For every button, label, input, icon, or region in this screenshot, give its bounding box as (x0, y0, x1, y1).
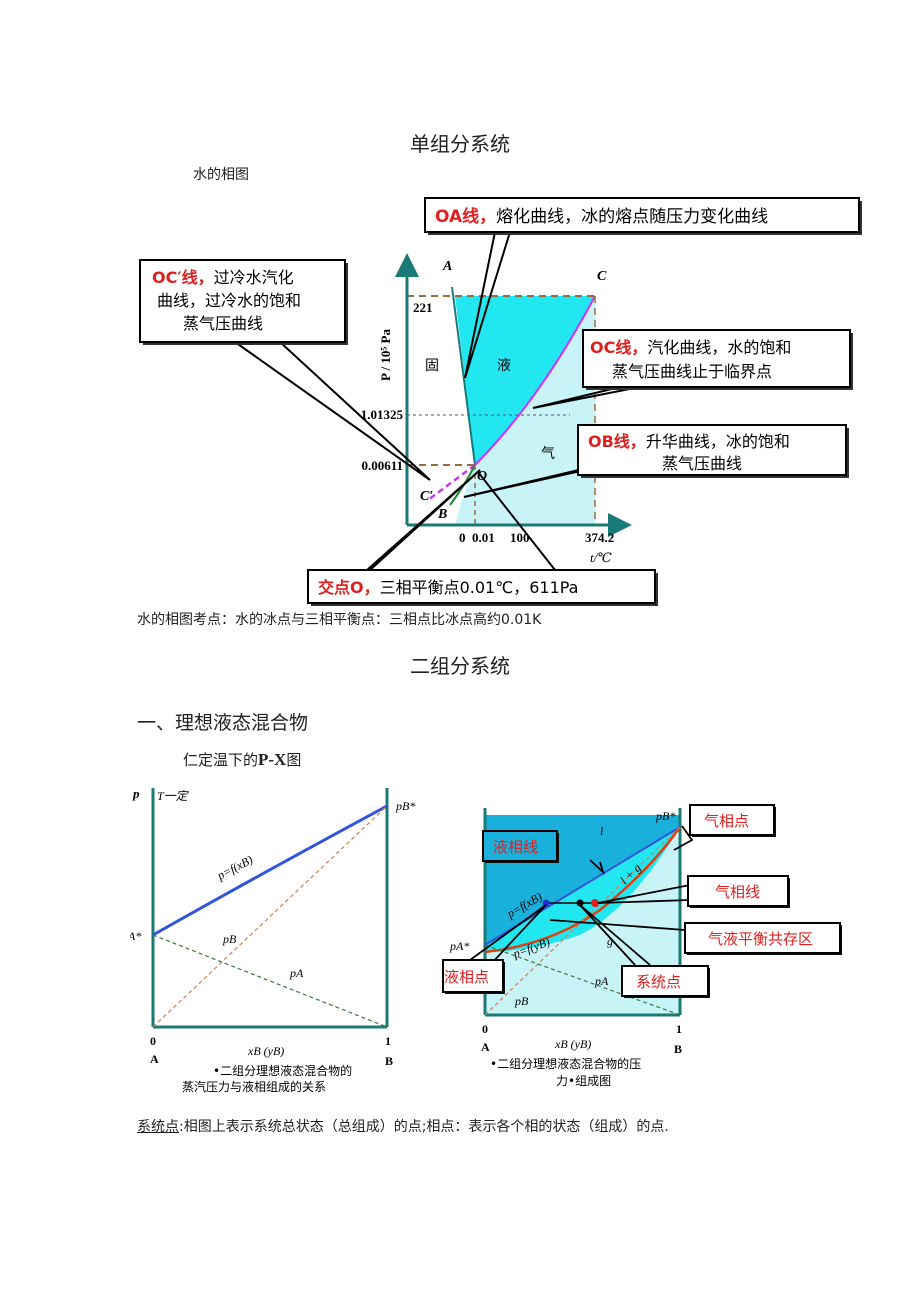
subsection-title: 一、理想液态混合物 (137, 712, 309, 734)
svg-text:气相线: 气相线 (715, 883, 760, 901)
svg-text:xB (yB): xB (yB) (247, 1044, 284, 1058)
svg-text:1: 1 (676, 1022, 682, 1036)
svg-text:0: 0 (482, 1022, 488, 1036)
total-pressure-line (152, 804, 388, 937)
system-point (576, 899, 584, 907)
pressure-composition-chart: 液相线 气相点 气相线 气液平衡共存区 液相点 系统点 l l + g g pA… (442, 804, 842, 1088)
callout-vapor-point: 气相点 (689, 804, 776, 837)
x-tick: 100 (510, 530, 530, 545)
svg-text:液相线: 液相线 (493, 838, 538, 856)
callout-oa: OA线，熔化曲线，冰的熔点随压力变化曲线 (424, 197, 862, 235)
svg-text:OA线，熔化曲线，冰的熔点随压力变化曲线: OA线，熔化曲线，冰的熔点随压力变化曲线 (435, 206, 768, 227)
svg-text:p=f(xB): p=f(xB) (214, 852, 255, 883)
oc-line (474, 295, 596, 466)
vapor-line (484, 826, 682, 954)
water-phase-diagram: P / 10⁵ Pa 221 1.01325 0.00611 0 0.01 10… (139, 197, 862, 606)
callout-liquid-line: 液相线 (482, 830, 559, 863)
pb-line (152, 805, 388, 1028)
svg-text:pA: pA (594, 974, 609, 988)
liquid-phase-point (542, 899, 550, 907)
x-tick: 0 (459, 530, 466, 545)
svg-text:系统点: 系统点 (636, 973, 681, 991)
svg-text:pA*: pA* (130, 929, 141, 943)
pb-star-label: pB* (655, 809, 675, 823)
svg-text:pA*: pA* (449, 939, 469, 953)
px-diagram-caption: 仁定温下的P-X图 (183, 750, 302, 769)
svg-text:pB: pB (514, 994, 529, 1008)
callout-ocprime: OC′线，过冷水汽化 曲线，过冷水的饱和 蒸气压曲线 (139, 259, 348, 345)
svg-text:0: 0 (150, 1034, 156, 1048)
svg-text:p: p (132, 786, 140, 801)
definition-text: 系统点:相图上表示系统总状态（总组成）的点;相点：表示各个相的状态（组成）的点. (137, 1119, 669, 1135)
point-c-prime: C′ (420, 489, 433, 504)
svg-text:OC线，汽化曲线，水的饱和: OC线，汽化曲线，水的饱和 (590, 338, 791, 357)
svg-text:气液平衡共存区: 气液平衡共存区 (708, 930, 813, 948)
vapor-pressure-composition-chart: p T一定 pA* pB* p=f(xB) pB pA 0 1 A B xB (… (130, 786, 415, 1094)
y-tick: 221 (413, 300, 433, 315)
svg-text:A: A (150, 1052, 159, 1066)
svg-text:pB: pB (222, 932, 237, 946)
svg-text:蒸气压曲线: 蒸气压曲线 (662, 454, 742, 473)
section-title-single-component: 单组分系统 (410, 132, 510, 156)
vapor-phase-point (591, 899, 599, 907)
callout-leaders (234, 231, 641, 571)
liquid-region (455, 296, 595, 465)
section-title-two-component: 二组分系统 (410, 654, 510, 678)
svg-text:液相点: 液相点 (444, 968, 489, 986)
callout-oc: OC线，汽化曲线，水的饱和 蒸气压曲线止于临界点 (582, 329, 853, 390)
svg-text:T一定: T一定 (157, 789, 190, 803)
svg-text:蒸气压曲线止于临界点: 蒸气压曲线止于临界点 (612, 362, 772, 381)
callout-liquid-point: 液相点 (442, 959, 505, 994)
oa-line (451, 286, 476, 466)
water-diagram-caption: 水的相图 (193, 167, 249, 183)
svg-text:A: A (481, 1040, 490, 1054)
svg-text:pA: pA (289, 966, 304, 980)
svg-text:气相点: 气相点 (704, 812, 749, 830)
svg-text:•二组分理想液态混合物的压: •二组分理想液态混合物的压 (490, 1056, 641, 1071)
callout-coexist-region: 气液平衡共存区 (684, 922, 842, 955)
pa-line (152, 934, 388, 1028)
point-b: B (437, 507, 447, 522)
x-tick: 0.01 (472, 530, 495, 545)
y-tick: 0.00611 (361, 458, 403, 473)
svg-text:l: l (600, 824, 604, 838)
svg-text:蒸气压曲线: 蒸气压曲线 (183, 314, 263, 333)
svg-text:xB (yB): xB (yB) (554, 1037, 591, 1051)
water-diagram-note: 水的相图考点：水的冰点与三相平衡点：三相点比冰点高约0.01K (137, 612, 542, 628)
y-tick: 1.01325 (361, 407, 404, 422)
svg-text:g: g (607, 934, 613, 948)
point-c: C (597, 269, 607, 284)
svg-text:力•组成图: 力•组成图 (556, 1074, 611, 1088)
svg-text:pB*: pB* (395, 799, 415, 813)
x-axis-label: t/℃ (590, 550, 612, 565)
svg-text:蒸汽压力与液相组成的关系: 蒸汽压力与液相组成的关系 (182, 1079, 326, 1094)
region-solid: 固 (425, 358, 439, 374)
region-gas: 气 (541, 446, 555, 462)
callout-vapor-line: 气相线 (687, 875, 790, 908)
svg-text:•二组分理想液态混合物的: •二组分理想液态混合物的 (213, 1063, 352, 1078)
svg-text:B: B (674, 1042, 682, 1056)
x-tick: 374.2 (585, 530, 614, 545)
svg-text:OC′线，过冷水汽化: OC′线，过冷水汽化 (152, 268, 294, 287)
region-liquid: 液 (497, 358, 511, 374)
gas-region (455, 296, 595, 525)
callout-system-point: 系统点 (621, 965, 710, 998)
svg-text:1: 1 (385, 1034, 391, 1048)
svg-text:B: B (385, 1054, 393, 1068)
point-a: A (442, 259, 452, 274)
svg-text:OB线，升华曲线，冰的饱和: OB线，升华曲线，冰的饱和 (588, 432, 790, 451)
y-axis-label: P / 10⁵ Pa (378, 329, 393, 381)
callout-triple-point: 交点O，三相平衡点0.01℃，611Pa (307, 569, 658, 606)
svg-text:交点O，三相平衡点0.01℃，611Pa: 交点O，三相平衡点0.01℃，611Pa (318, 578, 578, 597)
callout-ob: OB线，升华曲线，冰的饱和 蒸气压曲线 (577, 424, 849, 478)
svg-text:曲线，过冷水的饱和: 曲线，过冷水的饱和 (157, 291, 301, 310)
